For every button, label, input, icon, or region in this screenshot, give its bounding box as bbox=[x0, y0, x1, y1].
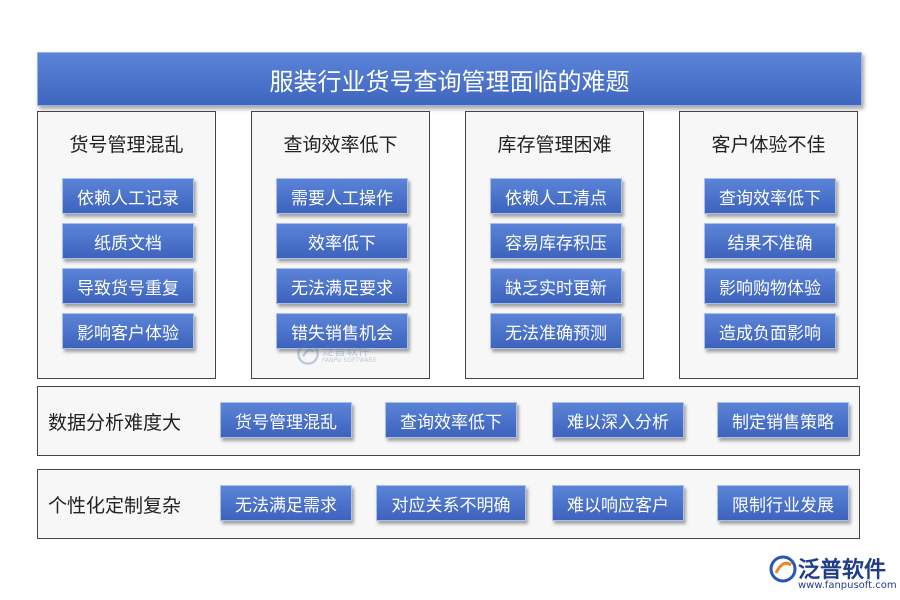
panel-item: 影响购物体验 bbox=[704, 268, 836, 304]
row-gexinghua: 个性化定制复杂 无法满足需求 对应关系不明确 难以响应客户 限制行业发展 bbox=[37, 469, 860, 539]
panel-title: 货号管理混乱 bbox=[69, 134, 184, 156]
panel-item: 纸质文档 bbox=[62, 223, 194, 259]
row-item: 查询效率低下 bbox=[385, 402, 517, 438]
row-item: 货号管理混乱 bbox=[220, 402, 352, 438]
panel-item: 错失销售机会 bbox=[276, 313, 408, 349]
row-item: 无法满足需求 bbox=[220, 485, 352, 521]
panel-chaxun: 查询效率低下 需要人工操作 效率低下 无法满足要求 错失销售机会 bbox=[251, 111, 430, 379]
logo-url: www.fanpusoft.com bbox=[798, 580, 897, 591]
panel-item: 缺乏实时更新 bbox=[490, 268, 622, 304]
fanpu-logo: 泛普软件 www.fanpusoft.com bbox=[768, 552, 897, 596]
panel-item: 导致货号重复 bbox=[62, 268, 194, 304]
watermark-logo-icon bbox=[297, 343, 319, 365]
panel-kucun: 库存管理困难 依赖人工清点 容易库存积压 缺乏实时更新 无法准确预测 bbox=[465, 111, 644, 379]
row-label: 数据分析难度大 bbox=[48, 411, 182, 434]
row-label: 个性化定制复杂 bbox=[48, 494, 182, 517]
row-item: 对应关系不明确 bbox=[376, 485, 526, 521]
logo-name: 泛普软件 bbox=[798, 558, 887, 583]
row-item: 难以响应客户 bbox=[552, 485, 684, 521]
watermark-sub: FANPU SOFTWARE bbox=[322, 357, 377, 364]
panel-kehu: 客户体验不佳 查询效率低下 结果不准确 影响购物体验 造成负面影响 bbox=[679, 111, 858, 379]
row-item: 限制行业发展 bbox=[717, 485, 849, 521]
watermark-text: 泛普软件 bbox=[322, 344, 371, 358]
panel-item: 效率低下 bbox=[276, 223, 408, 259]
panel-item: 结果不准确 bbox=[704, 223, 836, 259]
panel-huohao: 货号管理混乱 依赖人工记录 纸质文档 导致货号重复 影响客户体验 bbox=[37, 111, 216, 379]
diagram-title: 服装行业货号查询管理面临的难题 bbox=[37, 52, 862, 106]
panel-item: 依赖人工清点 bbox=[490, 178, 622, 214]
panel-item: 依赖人工记录 bbox=[62, 178, 194, 214]
panel-item: 容易库存积压 bbox=[490, 223, 622, 259]
panel-item: 无法满足要求 bbox=[276, 268, 408, 304]
row-shujufenxi: 数据分析难度大 货号管理混乱 查询效率低下 难以深入分析 制定销售策略 bbox=[37, 386, 860, 456]
fanpu-logo-icon bbox=[769, 555, 797, 583]
panel-item: 查询效率低下 bbox=[704, 178, 836, 214]
panel-title: 库存管理困难 bbox=[497, 134, 612, 156]
panel-item: 无法准确预测 bbox=[490, 313, 622, 349]
row-item: 制定销售策略 bbox=[717, 402, 849, 438]
row-item: 难以深入分析 bbox=[552, 402, 684, 438]
panel-item: 造成负面影响 bbox=[704, 313, 836, 349]
panel-item: 影响客户体验 bbox=[62, 313, 194, 349]
watermark: 泛普软件 FANPU SOFTWARE bbox=[296, 340, 386, 370]
panel-title: 查询效率低下 bbox=[283, 134, 398, 156]
panel-title: 客户体验不佳 bbox=[711, 134, 826, 156]
panel-item: 需要人工操作 bbox=[276, 178, 408, 214]
